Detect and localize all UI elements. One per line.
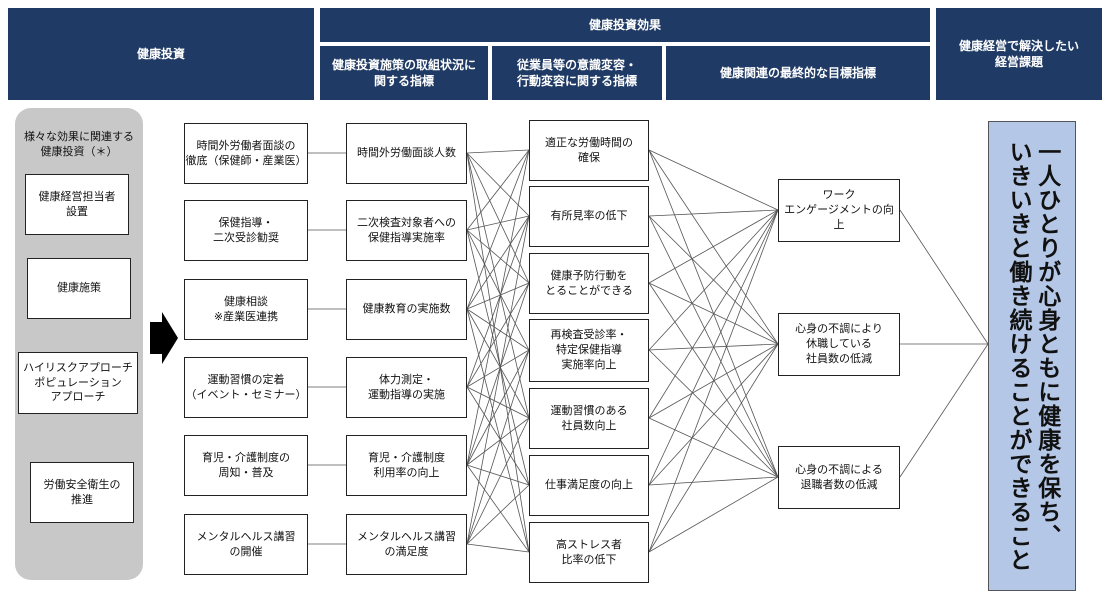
measure-box: 保健指導・ 二次受診勧奨 (184, 200, 308, 261)
behavior-goal-link (648, 476, 779, 486)
indicator-behavior-link (466, 229, 530, 486)
measure-box: メンタルヘルス講習 の開催 (184, 514, 308, 575)
indicator-behavior-link (466, 149, 530, 466)
indicator-box: 体力測定・ 運動指導の実施 (346, 357, 467, 418)
indicator-behavior-link (466, 349, 530, 466)
indicator-behavior-link (466, 282, 530, 310)
behavior-goal-link (648, 209, 779, 553)
indicator-behavior-link (466, 543, 530, 553)
investment-item-safety: 労働安全衛生の 推進 (30, 462, 134, 523)
behavior-box: 適正な労働時間の 確保 (529, 120, 649, 181)
indicator-behavior-link (466, 152, 530, 419)
final-issue-text: 一人ひとりが心身ともに健康を保ち、 いきいきと働き続けることができること (1005, 140, 1060, 572)
behavior-goal-link (648, 209, 779, 284)
behavior-goal-link (648, 343, 779, 553)
goal-box: 心身の不調により 休職している 社員数の低減 (778, 313, 900, 376)
measure-box: 時間外労働者面談の 徹底（保健師・産業医） (184, 123, 308, 184)
final-issue-box: 一人ひとりが心身ともに健康を保ち、 いきいきと働き続けることができること (988, 121, 1076, 591)
indicator-behavior-link (466, 484, 530, 545)
measure-box: 育児・介護制度の 周知・普及 (184, 435, 308, 496)
indicator-behavior-link (466, 229, 530, 284)
measure-box: 運動習慣の定着 （イベント・セミナー） (184, 357, 308, 418)
measure-box: 健康相談 ※産業医連携 (184, 279, 308, 340)
behavior-goal-link (648, 343, 779, 486)
behavior-goal-link (648, 209, 779, 351)
investment-item-staff: 健康経営担当者 設置 (25, 174, 129, 235)
indicator-behavior-link (466, 282, 530, 466)
indicator-behavior-link (466, 149, 530, 231)
indicator-behavior-link (466, 464, 530, 486)
behavior-goal-link (648, 215, 779, 478)
indicator-behavior-link (466, 282, 530, 388)
behavior-box: 仕事満足度の向上 (529, 455, 649, 516)
indicator-behavior-link (466, 149, 530, 310)
goal-final-link (899, 343, 989, 478)
behavior-box: 高ストレス者 比率の低下 (529, 522, 649, 583)
header-effects-sub2: 従業員等の意識変容・ 行動変容に関する指標 (492, 46, 662, 100)
indicator-behavior-link (466, 417, 530, 466)
goal-box: ワーク エンゲージメントの向上 (778, 179, 900, 242)
indicator-behavior-link (466, 152, 530, 553)
header-effects-sub1: 健康投資施策の取組状況に 関する指標 (320, 46, 488, 100)
header-effects: 健康投資効果 (320, 8, 930, 42)
indicator-box: 育児・介護制度 利用率の向上 (346, 435, 467, 496)
indicator-behavior-link (466, 386, 530, 486)
indicator-behavior-link (466, 152, 530, 284)
indicator-box: 時間外労働面談人数 (346, 123, 467, 184)
behavior-goal-link (648, 476, 779, 553)
behavior-goal-link (648, 209, 779, 217)
indicator-behavior-link (466, 152, 530, 217)
investment-item-approach: ハイリスクアプローチ ポピュレーション アプローチ (18, 352, 138, 414)
investment-item-measures: 健康施策 (27, 258, 131, 319)
indicator-behavior-link (466, 349, 530, 545)
header-effects-sub3: 健康関連の最終的な目標指標 (666, 46, 930, 100)
behavior-goal-link (648, 209, 779, 419)
behavior-box: 運動習慣のある 社員数向上 (529, 388, 649, 449)
investment-group-title: 様々な効果に関連する 健康投資（＊） (24, 130, 134, 158)
indicator-box: 二次検査対象者への 保健指導実施率 (346, 200, 467, 261)
indicator-box: メンタルヘルス講習 の満足度 (346, 514, 467, 575)
indicator-behavior-link (466, 215, 530, 545)
indicator-behavior-link (466, 308, 530, 351)
right-arrow-icon (150, 312, 178, 364)
behavior-goal-link (648, 149, 779, 345)
indicator-behavior-link (466, 308, 530, 553)
indicator-behavior-link (466, 386, 530, 419)
indicator-behavior-link (466, 349, 530, 388)
behavior-goal-link (648, 149, 779, 211)
indicator-behavior-link (466, 229, 530, 351)
indicator-behavior-link (466, 417, 530, 545)
indicator-behavior-link (466, 308, 530, 419)
indicator-behavior-link (466, 215, 530, 388)
behavior-goal-link (648, 209, 779, 486)
indicator-box: 健康教育の実施数 (346, 279, 467, 340)
indicator-behavior-link (466, 215, 530, 310)
indicator-behavior-link (466, 149, 530, 154)
header-investment: 健康投資 (8, 8, 314, 100)
behavior-goal-link (648, 349, 779, 478)
indicator-behavior-link (466, 464, 530, 553)
header-issues: 健康経営で解決したい 経営課題 (936, 8, 1102, 100)
behavior-box: 再検査受診率・ 特定保健指導 実施率向上 (529, 319, 649, 382)
goal-box: 心身の不調による 退職者数の低減 (778, 446, 900, 509)
behavior-box: 有所見率の低下 (529, 186, 649, 247)
behavior-box: 健康予防行動を とることができる (529, 253, 649, 314)
goal-final-link (899, 209, 989, 345)
indicator-behavior-link (466, 215, 530, 231)
